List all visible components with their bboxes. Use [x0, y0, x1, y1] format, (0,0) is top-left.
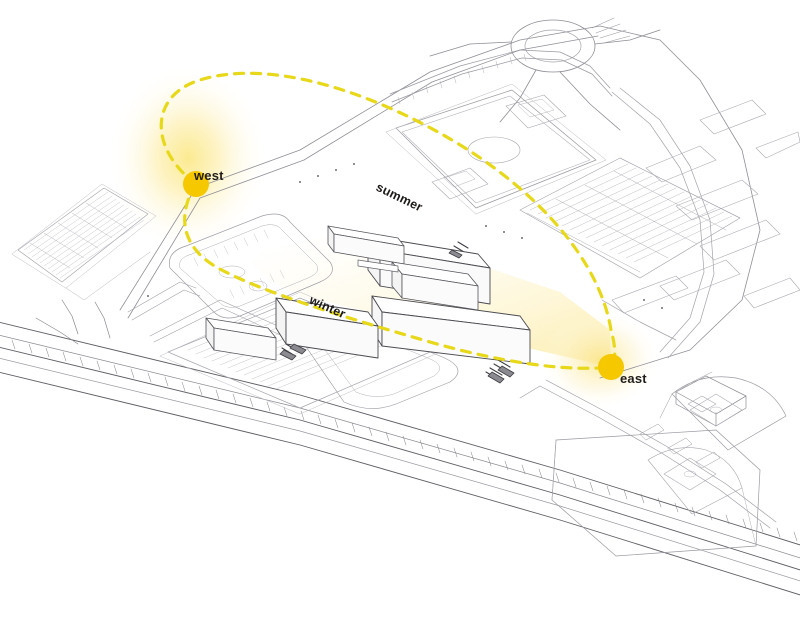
summer-arc	[159, 71, 617, 369]
parking-lot-west	[11, 183, 157, 301]
baseball-diamond-upper	[639, 371, 787, 469]
building-bar-long	[371, 295, 531, 365]
vehicle-glyphs	[279, 249, 515, 384]
east-glow-halo	[542, 312, 658, 408]
winter-arc	[183, 182, 613, 370]
label-west: west	[194, 168, 224, 183]
building-block-small-west	[205, 317, 277, 361]
building-canopy-stub	[357, 259, 399, 273]
parking-islands-east	[611, 99, 800, 314]
main-road	[0, 299, 800, 596]
west-glow	[110, 66, 266, 250]
north-perimeter-road	[389, 49, 613, 105]
label-east: east	[620, 371, 647, 386]
site-detail-dots	[147, 163, 663, 309]
service-road-east	[601, 87, 715, 359]
parking-lot-north	[519, 157, 741, 279]
site-boundary	[119, 25, 761, 379]
soccer-field	[385, 83, 607, 215]
sun-marker-west	[183, 171, 209, 197]
baseball-diamond-lower	[551, 429, 761, 557]
sun-marker-east	[598, 354, 624, 380]
roundabout	[429, 17, 661, 131]
perimeter-road-southeast	[519, 379, 777, 529]
